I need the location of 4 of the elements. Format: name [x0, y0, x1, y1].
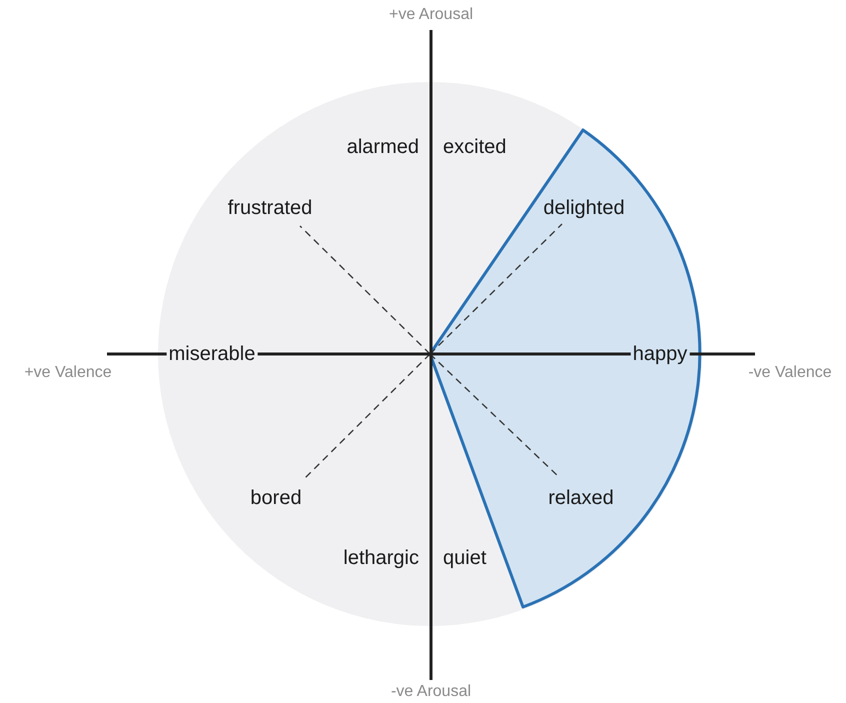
axis-label: +ve Valence — [24, 364, 112, 382]
axis-label: -ve Valence — [748, 364, 832, 382]
axis-label: +ve Arousal — [388, 6, 474, 24]
axis-label: -ve Arousal — [390, 683, 472, 701]
